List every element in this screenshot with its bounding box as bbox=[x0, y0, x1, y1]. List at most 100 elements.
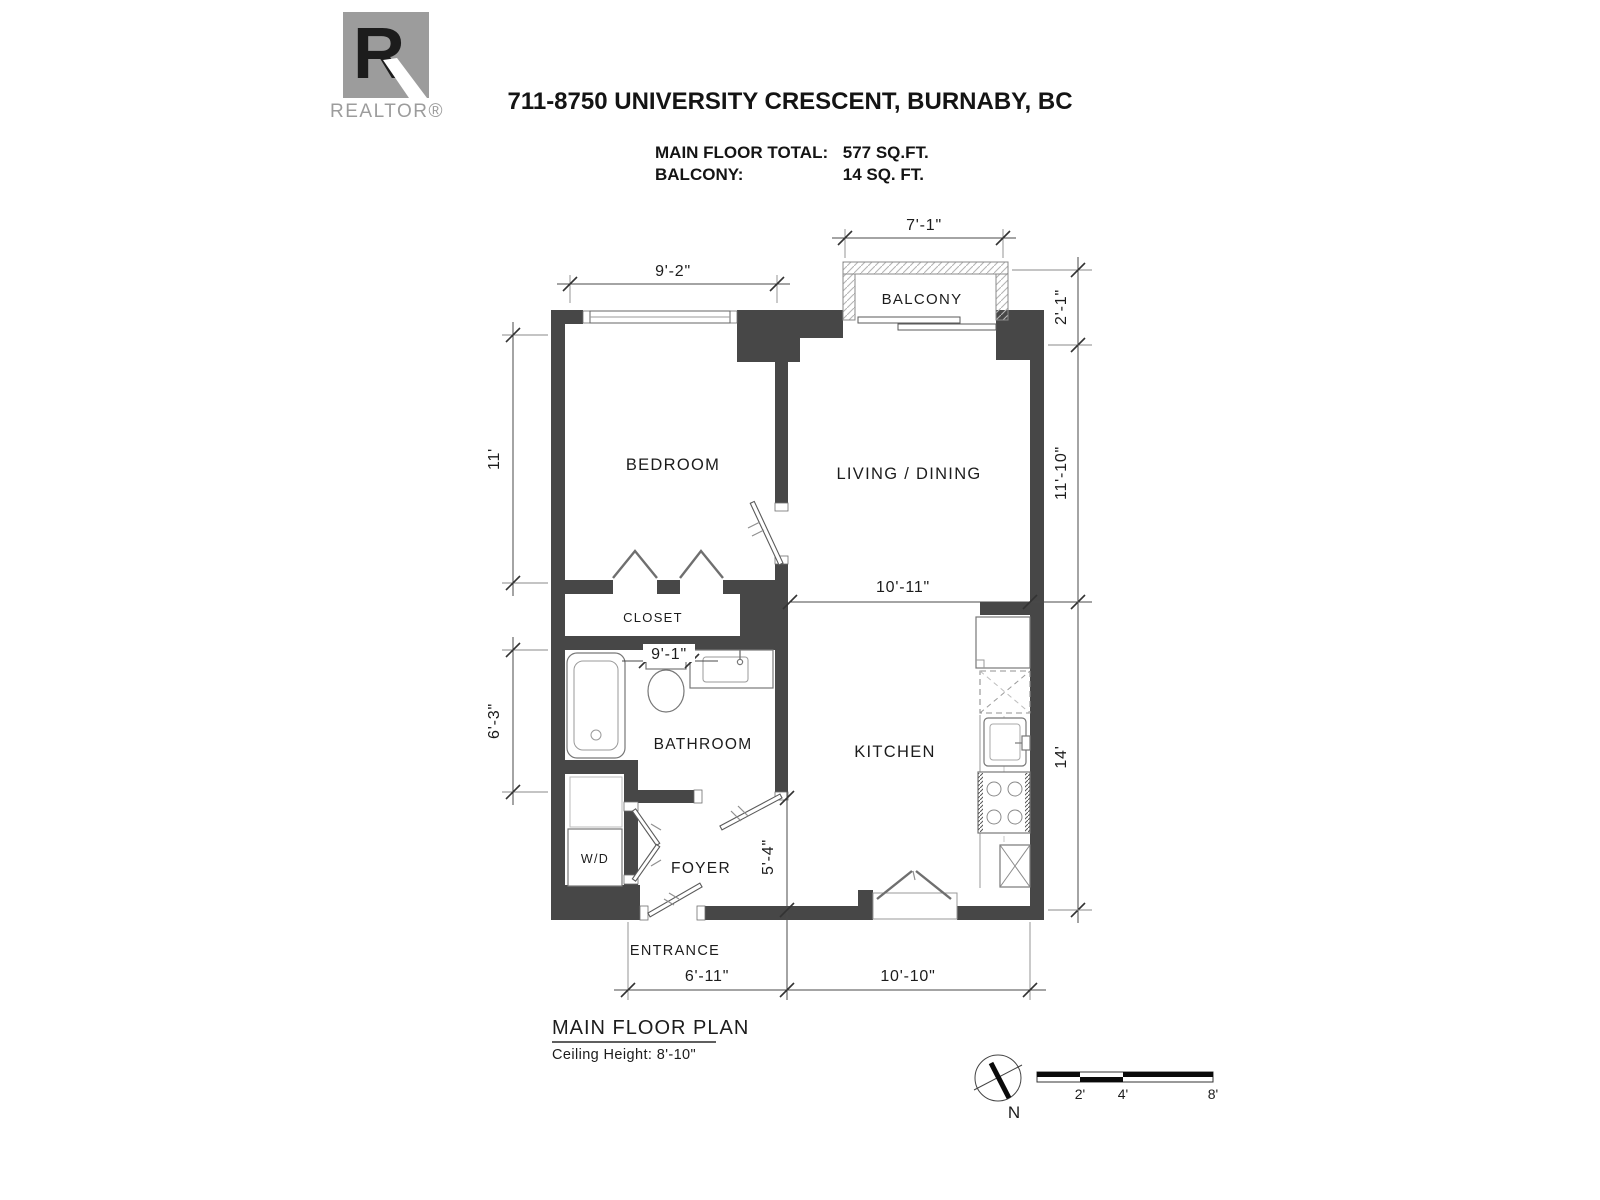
compass-circle bbox=[974, 1054, 1022, 1102]
wall-segment bbox=[723, 580, 775, 594]
room-label-wd: W/D bbox=[581, 852, 609, 866]
stove-hatch bbox=[978, 773, 983, 832]
wall-segment bbox=[657, 580, 680, 594]
pantry bbox=[872, 870, 958, 920]
doors bbox=[631, 500, 784, 918]
dim-text: 9'-1" bbox=[651, 646, 687, 663]
area-value: 577 SQ.FT. bbox=[842, 143, 929, 162]
wall-segment bbox=[980, 602, 1030, 615]
kitchen-counter bbox=[975, 616, 1031, 888]
area-row: BALCONY: 14 SQ. FT. bbox=[655, 164, 929, 186]
wd-box bbox=[567, 828, 623, 887]
room-label-balcony: BALCONY bbox=[882, 291, 963, 308]
door-jamb bbox=[623, 801, 639, 812]
plan-title-block: MAIN FLOOR PLAN Ceiling Height: 8'-10" bbox=[552, 1017, 749, 1063]
balcony-walls bbox=[842, 261, 1009, 321]
cabinet-diagonal bbox=[979, 670, 1031, 714]
dim-text: 10'-11" bbox=[876, 579, 930, 596]
balcony-sliding-door bbox=[857, 316, 997, 331]
compass-needle bbox=[988, 1061, 1012, 1100]
room-label-bathroom: BATHROOM bbox=[654, 736, 753, 753]
vanity-faucet-dot bbox=[736, 658, 744, 666]
room-label-entrance: ENTRANCE bbox=[630, 943, 720, 959]
sliding-panel bbox=[897, 323, 997, 331]
bifold-door bbox=[876, 870, 913, 900]
wall-segment bbox=[957, 906, 1044, 920]
dim-text: 2'-1" bbox=[1053, 289, 1070, 325]
area-label: MAIN FLOOR TOTAL: bbox=[655, 143, 829, 162]
bifold-door bbox=[679, 549, 724, 579]
dim-text: 6'-3" bbox=[486, 703, 503, 739]
sink-faucet bbox=[1021, 735, 1031, 751]
bifold-door bbox=[915, 870, 952, 900]
wall-segment bbox=[705, 906, 873, 920]
vanity-basin bbox=[702, 656, 749, 683]
compass-icon: N bbox=[973, 1054, 1023, 1122]
realtor-wordmark: REALTOR® bbox=[330, 101, 444, 122]
bedroom-window bbox=[582, 310, 738, 324]
room-label-kitchen: KITCHEN bbox=[854, 743, 936, 761]
wd-nook bbox=[569, 776, 623, 828]
tub-drain bbox=[590, 729, 602, 741]
dim-text: 11' bbox=[486, 448, 503, 470]
dim-bedroom-depth: 11' bbox=[486, 322, 548, 596]
dim-text: 11'-10" bbox=[1053, 446, 1070, 500]
room-label-foyer: FOYER bbox=[671, 860, 731, 877]
dim-text: 5'-4" bbox=[760, 839, 777, 875]
balcony-wall bbox=[995, 273, 1009, 321]
wall-segment bbox=[624, 774, 638, 886]
door-swing-mark bbox=[751, 529, 765, 537]
bathtub bbox=[566, 652, 626, 759]
door-swing-mark bbox=[737, 805, 749, 817]
burner bbox=[986, 781, 1002, 797]
wall-segment bbox=[775, 362, 788, 503]
upper-cabinet bbox=[979, 670, 1031, 714]
scale-label-4ft: 4' bbox=[1118, 1086, 1128, 1102]
fridge-notch bbox=[976, 659, 985, 668]
balcony-wall bbox=[842, 273, 856, 321]
stove bbox=[977, 771, 1031, 834]
wall-segment bbox=[551, 885, 640, 920]
dim-text: 10'-10" bbox=[880, 968, 935, 985]
wall-segment bbox=[551, 760, 638, 774]
window-jamb bbox=[729, 310, 738, 324]
walls bbox=[551, 310, 1044, 920]
fridge bbox=[975, 616, 1031, 669]
cabinet-diagonal bbox=[979, 670, 1031, 714]
wd-door-leaf bbox=[631, 843, 661, 882]
room-label-closet: CLOSET bbox=[623, 610, 683, 625]
plan-title: MAIN FLOOR PLAN bbox=[552, 1017, 749, 1039]
dim-bedroom-width: 9'-2" bbox=[557, 263, 790, 303]
dishwasher-x bbox=[999, 844, 1031, 888]
door-swing-mark bbox=[747, 521, 761, 529]
bifold-door bbox=[612, 549, 658, 579]
wall-segment bbox=[737, 338, 800, 362]
dim-bathroom-width: 9'-1" bbox=[622, 644, 718, 669]
door-jamb bbox=[623, 874, 639, 885]
logo-r-leg bbox=[383, 58, 427, 98]
scale-bar-segment bbox=[1123, 1072, 1213, 1077]
entrance-door-leaf bbox=[647, 882, 703, 918]
wall-segment bbox=[858, 890, 873, 920]
area-label: BALCONY: bbox=[655, 165, 744, 184]
door-swing-mark bbox=[912, 870, 916, 881]
burner bbox=[986, 809, 1002, 825]
dim-kitchen-width: 10'-11" bbox=[782, 579, 1092, 610]
dim-foyer-depth: 5'-4" bbox=[760, 790, 795, 1000]
dim-balcony-depth: 2'-1" bbox=[1012, 257, 1092, 358]
scale-bar-segment bbox=[1080, 1077, 1123, 1082]
scale-bar: 2' 4' 8' bbox=[1036, 1071, 1218, 1102]
wall-segment bbox=[551, 310, 565, 920]
area-summary: MAIN FLOOR TOTAL: 577 SQ.FT. BALCONY: 14… bbox=[655, 142, 929, 186]
wall-segment bbox=[551, 636, 788, 650]
dim-text: 6'-11" bbox=[685, 968, 729, 985]
burner bbox=[1007, 809, 1023, 825]
dim-bottom: 6'-11" 10'-10" bbox=[614, 922, 1046, 1000]
door-jamb bbox=[696, 905, 706, 921]
room-label-bedroom: BEDROOM bbox=[626, 456, 720, 474]
bathroom-door-leaf bbox=[719, 793, 783, 831]
tub-inner bbox=[573, 660, 619, 751]
door-swing-mark bbox=[730, 810, 742, 822]
